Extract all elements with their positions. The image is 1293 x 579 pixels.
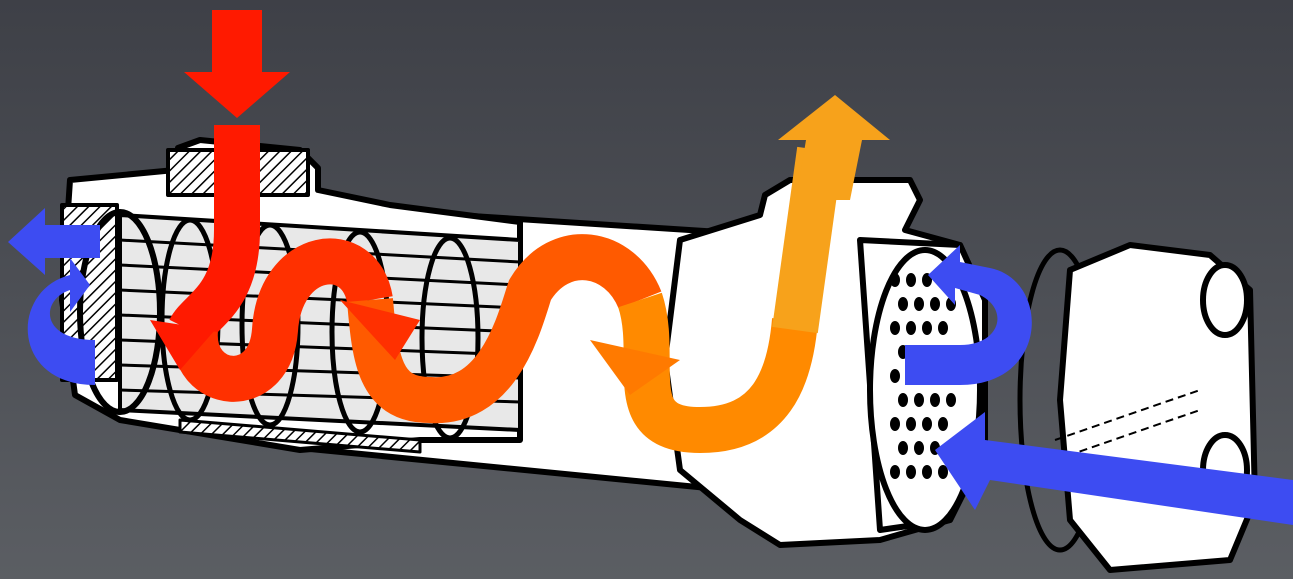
tube-hole (890, 465, 900, 479)
tube-hole (938, 417, 948, 431)
tube-hole (890, 321, 900, 335)
tube-hole (914, 441, 924, 455)
tube-hole (914, 393, 924, 407)
tube-hole (898, 441, 908, 455)
tube-hole (922, 465, 932, 479)
tube-hole (906, 321, 916, 335)
tube-hole (898, 297, 908, 311)
tube-hole (914, 297, 924, 311)
tube-hole (930, 393, 940, 407)
tube-hole (898, 393, 908, 407)
tube-hole (930, 297, 940, 311)
tube-hole (906, 273, 916, 287)
tube-hole (922, 417, 932, 431)
tube-hole (906, 465, 916, 479)
tube-hole (906, 417, 916, 431)
tube-hole (890, 369, 900, 383)
tube-hole (890, 273, 900, 287)
tube-hole (946, 393, 956, 407)
tube-hole (938, 321, 948, 335)
tube-hole (890, 417, 900, 431)
tube-hole (922, 321, 932, 335)
